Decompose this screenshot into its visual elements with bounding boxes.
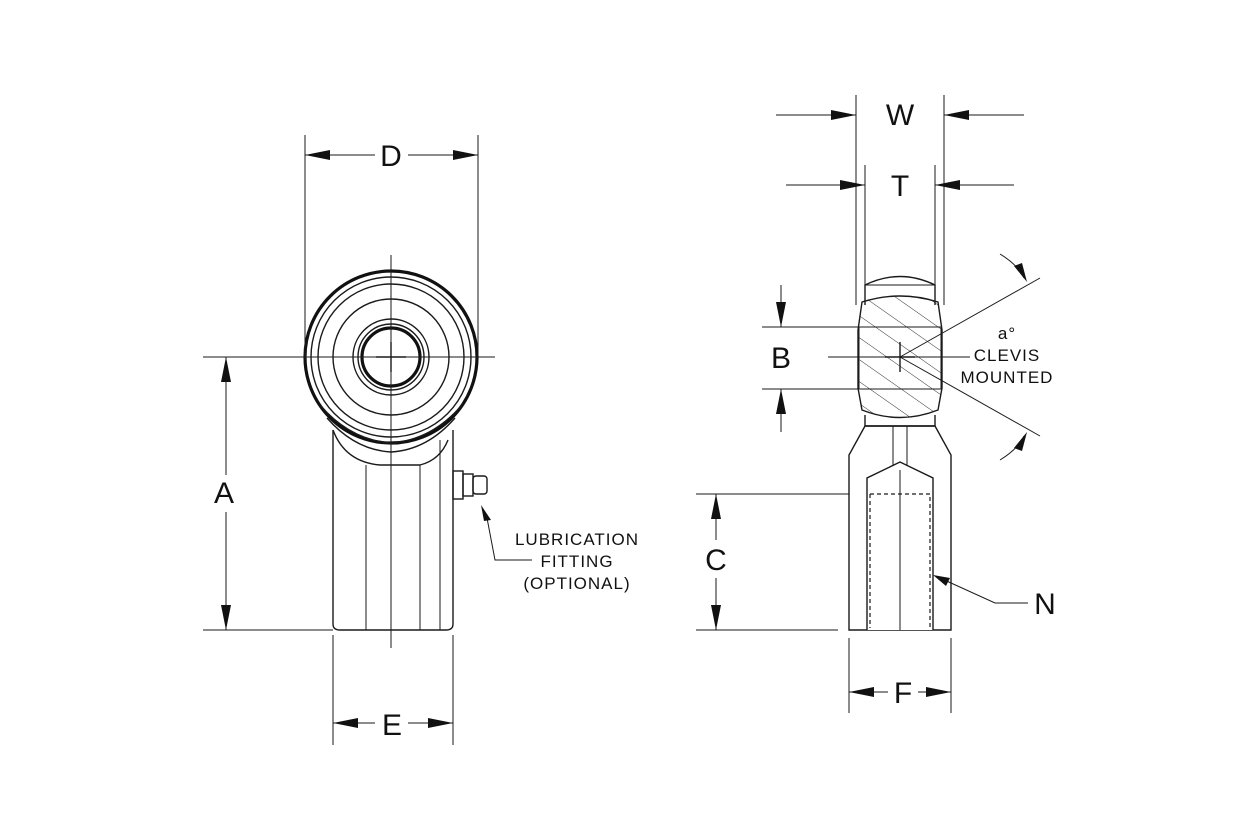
lubrication-leader — [486, 517, 532, 561]
side-view: W T B C F N a° CLEVIS MOUNTED — [696, 95, 1056, 713]
label-t: T — [891, 170, 909, 203]
clevis-angle — [899, 253, 1041, 461]
lubrication-fitting — [452, 470, 488, 500]
angle-note-line-1: a° — [998, 324, 1016, 343]
angle-note-line-2: CLEVIS — [974, 346, 1040, 365]
dim-e — [332, 635, 454, 745]
label-w: W — [886, 99, 915, 132]
side-body — [848, 425, 952, 631]
label-a: A — [214, 477, 234, 510]
lubrication-note-line-3: (OPTIONAL) — [523, 574, 630, 593]
dim-w — [776, 95, 1024, 305]
front-view: D A E LUBRICATION FITTING (OPTIONAL) — [203, 135, 639, 745]
dim-f — [848, 638, 952, 713]
front-shank — [332, 429, 454, 631]
dim-d — [304, 135, 479, 357]
label-c: C — [705, 544, 727, 577]
lubrication-note-line-2: FITTING — [540, 552, 613, 571]
dim-t — [786, 165, 1014, 285]
dim-b — [762, 285, 858, 432]
lubrication-note-line-1: LUBRICATION — [515, 530, 639, 549]
label-n: N — [1034, 588, 1056, 621]
label-b: B — [771, 342, 791, 375]
dim-c — [696, 493, 849, 631]
angle-note-line-3: MOUNTED — [961, 368, 1054, 387]
label-d: D — [380, 140, 402, 173]
label-e: E — [382, 709, 402, 742]
dim-n-leader — [933, 575, 1028, 604]
dim-a — [203, 356, 333, 631]
label-f: F — [894, 677, 912, 710]
